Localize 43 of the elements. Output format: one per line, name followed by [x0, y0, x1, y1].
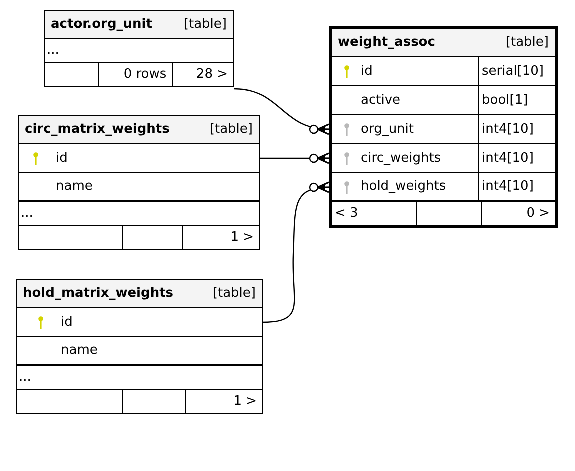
- table-type-label: [table]: [506, 35, 549, 50]
- column-type: bool[1]: [478, 86, 555, 114]
- table-name: hold_matrix_weights: [23, 286, 174, 301]
- footer-cell: 1 >: [185, 390, 262, 413]
- footer-cell: 1 >: [182, 226, 259, 249]
- table-box: [329, 26, 558, 228]
- table-name: weight_assoc: [338, 35, 436, 50]
- footer-cell: 28 >: [172, 63, 233, 86]
- ellipsis-text: ...: [46, 43, 60, 58]
- column-name: id: [56, 150, 68, 166]
- column-row: [332, 173, 555, 202]
- column-row: [332, 115, 555, 144]
- column-type: int4[10]: [478, 115, 555, 143]
- column-type: int4[10]: [478, 144, 555, 172]
- column-name: id: [61, 314, 73, 330]
- table-type-label: [table]: [184, 17, 227, 32]
- column-type: serial[10]: [478, 57, 555, 85]
- relationship-line: [262, 182, 330, 324]
- table-type-label: [table]: [212, 286, 256, 301]
- column-name: circ_weights: [361, 150, 442, 166]
- table-type-label: [table]: [210, 122, 253, 137]
- footer-cell: 0 rows: [98, 63, 172, 86]
- table-box: [44, 10, 234, 87]
- table-box: [16, 279, 263, 414]
- footer-cell-text: < 3: [334, 205, 360, 223]
- column-row: [332, 144, 555, 173]
- relationship-line: [234, 88, 330, 136]
- column-name: active: [361, 92, 401, 108]
- ellipsis-text: ...: [18, 370, 32, 385]
- column-row: [332, 86, 555, 115]
- table-name: actor.org_unit: [51, 17, 152, 32]
- table-box: [18, 115, 260, 250]
- column-name: name: [61, 343, 98, 358]
- column-type: int4[10]: [478, 173, 555, 200]
- relationship-line: [259, 152, 330, 164]
- footer-cell: 0 >: [481, 202, 555, 225]
- column-name: id: [361, 64, 373, 78]
- column-name: hold_weights: [361, 179, 446, 194]
- column-row: [332, 57, 555, 86]
- table-name: circ_matrix_weights: [25, 122, 170, 137]
- column-name: name: [56, 179, 93, 194]
- ellipsis-text: ...: [20, 206, 34, 221]
- column-name: org_unit: [361, 122, 414, 136]
